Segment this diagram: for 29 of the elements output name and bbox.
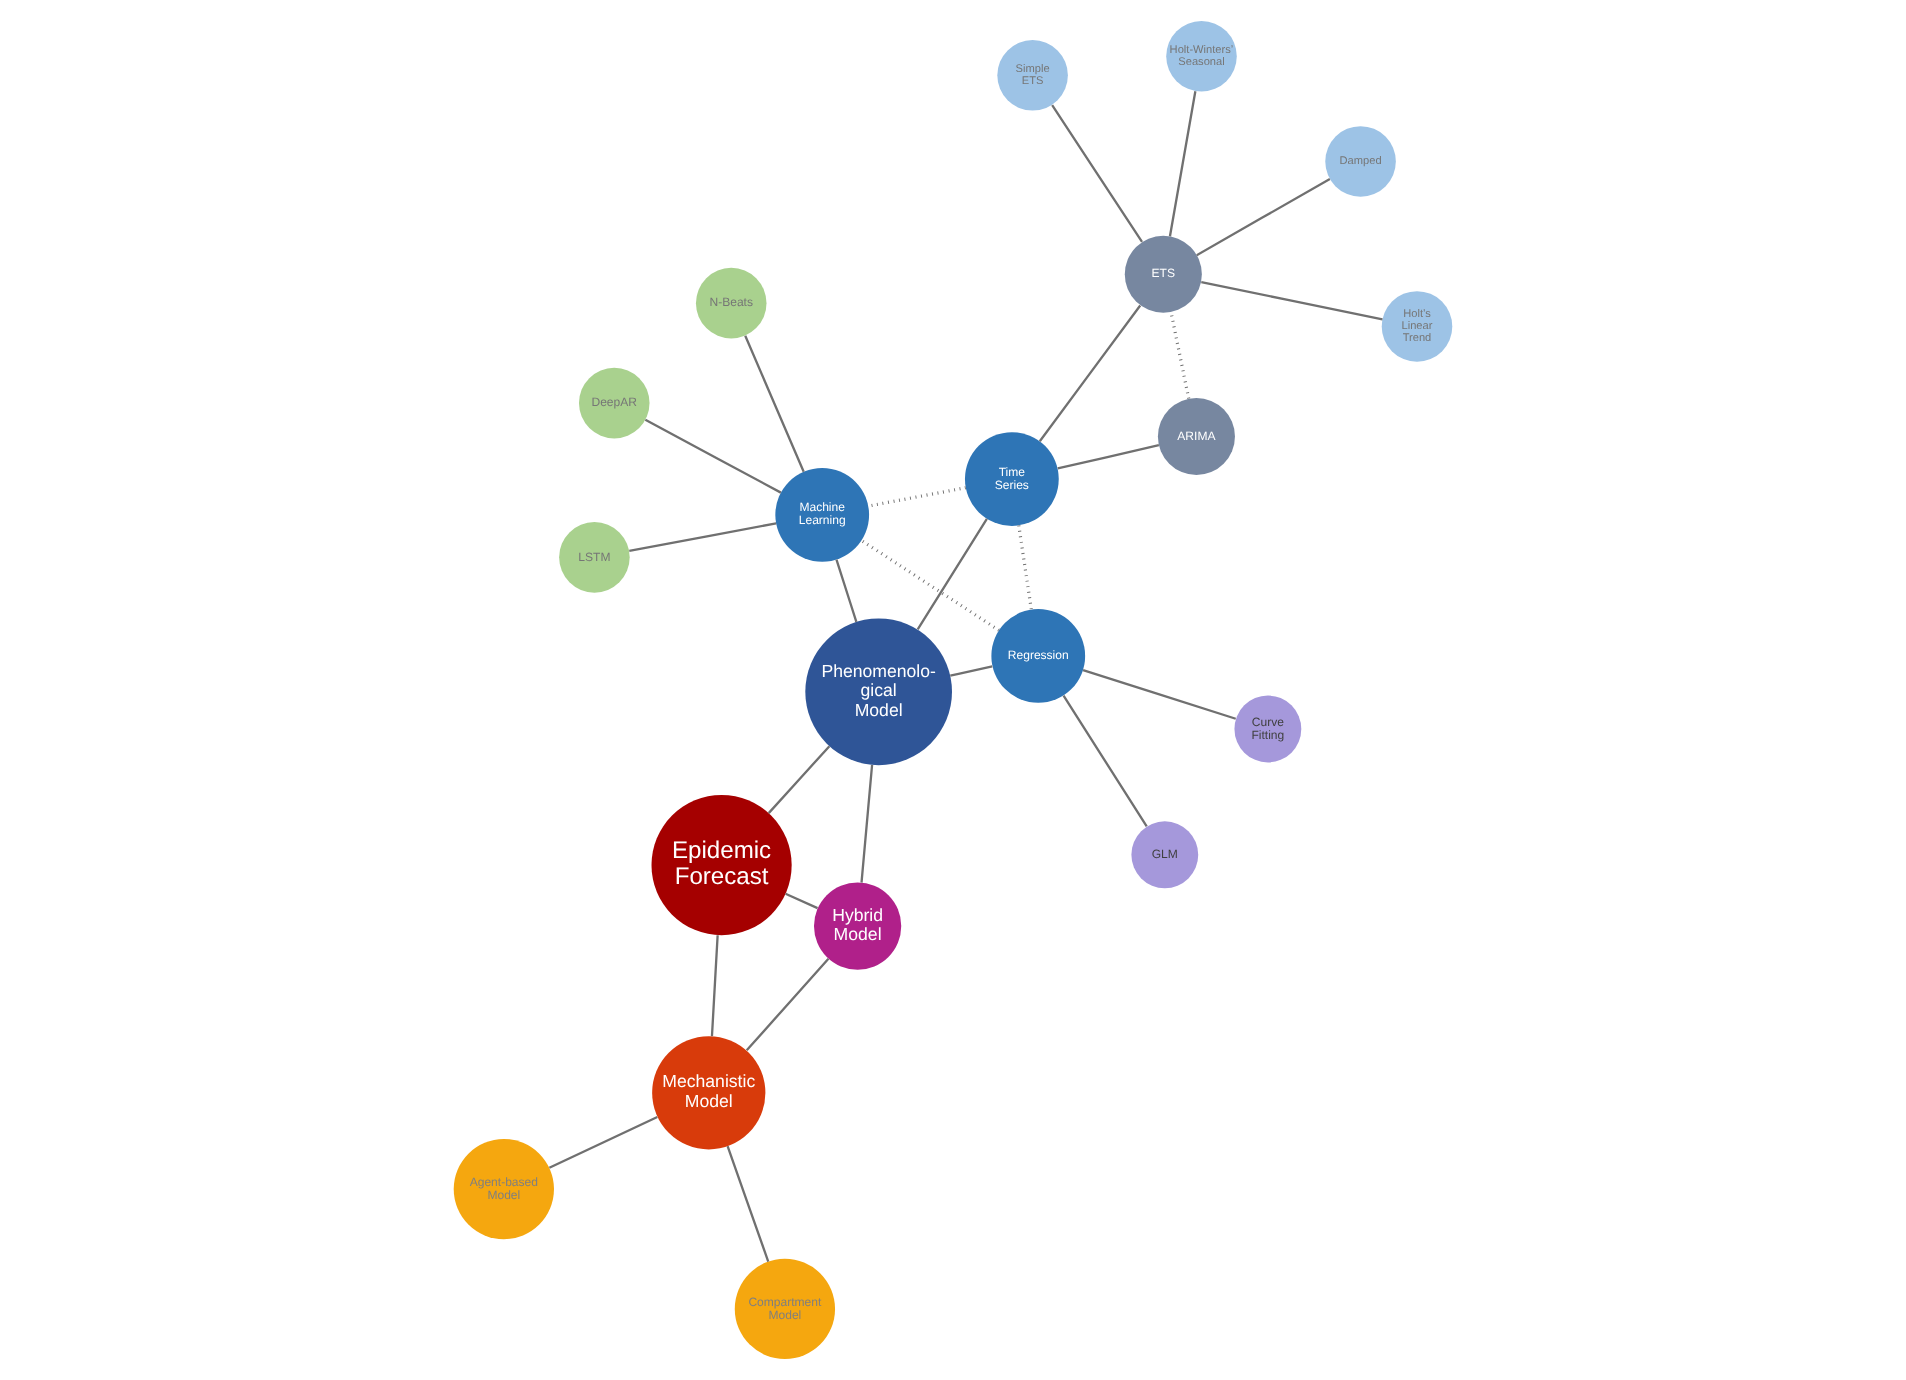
connector xyxy=(1051,104,1143,243)
connector xyxy=(868,486,966,508)
connector xyxy=(1196,178,1331,257)
connector xyxy=(1168,91,1197,237)
connector xyxy=(1062,695,1148,827)
connector xyxy=(1169,311,1191,399)
connector xyxy=(767,745,831,814)
connector xyxy=(835,559,858,623)
connector xyxy=(629,522,777,552)
connector xyxy=(860,539,1000,632)
connector xyxy=(916,518,988,630)
node-circle: Mechanistic Model xyxy=(652,1036,766,1150)
connector xyxy=(548,1115,658,1169)
connector xyxy=(950,665,993,677)
connector xyxy=(1038,304,1142,442)
node-circle: Hybrid Model xyxy=(814,882,902,970)
connector xyxy=(860,764,874,883)
connector xyxy=(785,892,818,910)
connector xyxy=(1057,444,1160,470)
connector xyxy=(745,957,830,1052)
connector xyxy=(1201,280,1383,321)
node-circle: Phenomenolo- gical Model xyxy=(805,618,952,766)
node-circle: Epidemic Forecast xyxy=(651,795,792,936)
connector xyxy=(644,418,782,494)
connector xyxy=(1017,525,1033,610)
connector xyxy=(1082,669,1237,720)
connector xyxy=(710,935,719,1037)
connector xyxy=(744,335,805,473)
connector xyxy=(726,1145,770,1262)
